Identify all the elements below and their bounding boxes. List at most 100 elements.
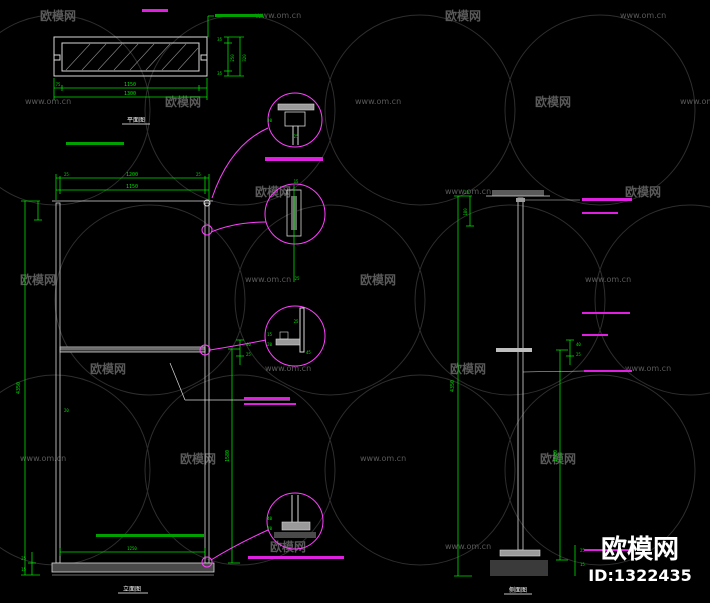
front-dim-shelf-b: 25: [246, 352, 251, 357]
watermark-url: www.om.cn: [680, 97, 710, 106]
watermark-url: www.om.cn: [620, 11, 666, 20]
side-view-title: 侧面图: [509, 586, 527, 594]
watermark-brand: 欧模网: [360, 272, 396, 287]
plan-post-left: [53, 54, 61, 61]
watermark-brand: 欧模网: [165, 94, 201, 109]
plan-dim-height-c: 35: [217, 71, 222, 76]
watermark-url: www.om.cn: [245, 275, 291, 284]
front-post-right: [204, 202, 210, 564]
side-callout-mid: [582, 312, 630, 314]
detail-callouts: [199, 92, 326, 568]
detail-2-dim-side: 25: [295, 276, 300, 281]
detail-4-dim-a: 40: [267, 516, 272, 521]
front-dim-base-b: 15: [21, 567, 26, 572]
plan-note-bar: [215, 14, 263, 17]
detail-circle-4: [266, 492, 324, 550]
detail-1-content: 30 25: [265, 103, 323, 161]
plan-post-right: [200, 54, 208, 61]
front-view-title: 立面图: [123, 585, 141, 593]
brand-id: ID:1322435: [588, 566, 692, 585]
watermark-ring: [324, 14, 516, 206]
detail-3-dim-c: 20: [267, 342, 272, 347]
plan-dim-height-a: 35: [217, 37, 222, 42]
detail-circle-1: [267, 92, 323, 148]
side-callout-rail: [584, 370, 632, 372]
detail-marker-top: [201, 224, 213, 236]
watermark-brand: 欧模网: [90, 361, 126, 376]
side-top-cap: [516, 198, 525, 202]
front-rail-callout-sub: [244, 403, 296, 405]
watermark-ring: [0, 14, 151, 206]
watermark-ring: [504, 374, 696, 566]
watermark-url: www.om.cn: [445, 542, 491, 551]
front-dim-left-post: 25: [64, 172, 69, 177]
detail-4-label: [248, 556, 344, 559]
front-hanging-rail: [59, 346, 206, 353]
front-dim-right-post: 25: [196, 172, 201, 177]
watermark-layer: 欧模网欧模网欧模网欧模网欧模网欧模网欧模网欧模网欧模网欧模网欧模网欧模网欧模网w…: [0, 8, 710, 566]
plan-dim-width-outer: 1300: [124, 91, 136, 97]
detail-3-content: 25 15 20 45: [267, 307, 311, 355]
watermark-url: www.om.cn: [445, 187, 491, 196]
side-elevation: 25 180 4350 40 25 1580 25 15 侧面图: [450, 190, 632, 595]
front-dim-width-outer: 1200: [126, 172, 138, 178]
side-shelf: [496, 348, 532, 352]
front-dim-upper-height: 1580: [225, 450, 231, 462]
side-callout-base: [584, 549, 630, 551]
plan-callout-tag: [142, 9, 168, 12]
side-post: [517, 197, 524, 551]
front-base-plinth: [51, 562, 215, 573]
side-callout-top-sub: [582, 212, 618, 214]
watermark-url: www.om.cn: [265, 364, 311, 373]
front-post-left: [55, 202, 61, 564]
detail-1-dim-a: 30: [267, 118, 272, 123]
detail-4-dim-b: 20: [267, 526, 272, 531]
front-rail-callout: [244, 397, 290, 400]
plan-glass-hatch: [65, 43, 199, 71]
side-floor: [490, 560, 548, 576]
side-dim-base-a: 25: [580, 548, 585, 553]
side-dim-upper: 180: [463, 208, 468, 216]
watermark-ring: [594, 204, 710, 396]
watermark-ring: [234, 204, 426, 396]
watermark-brand: 欧模网: [20, 272, 56, 287]
detail-3-dim-b: 15: [267, 332, 272, 337]
watermark-brand: 欧模网: [625, 184, 661, 199]
plan-dim-side: 75: [56, 82, 61, 87]
watermark-brand: 欧模网: [255, 184, 291, 199]
detail-2-content: 15 25: [286, 179, 302, 282]
side-base: [499, 549, 541, 557]
watermark-brand: 欧模网: [540, 451, 576, 466]
leader-1: [211, 127, 269, 199]
leader-3: [209, 339, 267, 351]
front-dim-base-width: 1250: [127, 546, 137, 551]
plan-dim-height-b: 250: [230, 54, 235, 62]
watermark-brand: 欧模网: [270, 539, 306, 554]
front-elevation: 1200 1150 25 25 4350 1580 40 25 20 25 15…: [16, 142, 296, 594]
front-dim-base-a: 25: [21, 556, 26, 561]
watermark-brand: 欧模网: [40, 8, 76, 23]
side-ceiling: [492, 190, 544, 196]
front-dim-total-height: 4350: [16, 382, 22, 394]
detail-2-dim-top: 15: [294, 179, 299, 184]
brand-logo-large: 欧模网: [601, 534, 679, 565]
watermark-url: www.om.cn: [25, 97, 71, 106]
watermark-url: www.om.cn: [355, 97, 401, 106]
front-dim-shelf-a: 40: [246, 342, 251, 347]
watermark-ring: [504, 14, 696, 206]
watermark-url: www.om.cn: [255, 11, 301, 20]
front-top-note: [66, 142, 124, 145]
side-dim-top: 25: [464, 190, 469, 195]
front-dim-mid-label: 20: [64, 408, 69, 413]
plan-dim-height-total: 320: [242, 54, 247, 62]
detail-circle-2: [264, 183, 326, 245]
watermark-url: www.om.cn: [20, 454, 66, 463]
plan-view-title: 平面图: [127, 117, 145, 124]
watermark-ring: [54, 204, 246, 396]
watermark-ring: [414, 204, 606, 396]
watermark-ring: [144, 374, 336, 566]
detail-3-dim-a: 25: [294, 319, 299, 324]
plan-glass-panel: [61, 42, 200, 72]
detail-circle-3: [264, 305, 326, 367]
